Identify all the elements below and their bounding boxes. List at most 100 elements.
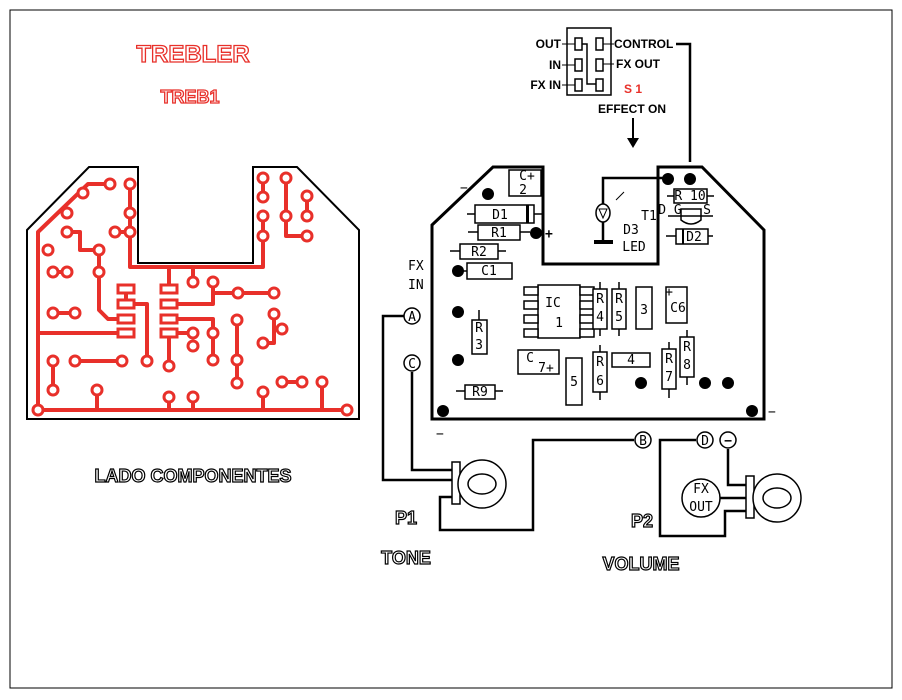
capacitor-c2-label: 2 (519, 183, 527, 198)
solder-pad (256, 385, 270, 399)
resistor-r5[interactable]: R5 (611, 288, 627, 330)
resistor-r10[interactable]: R 10 (673, 188, 708, 204)
capacitor-c5[interactable]: 5 (565, 357, 583, 406)
solder-pad (76, 186, 90, 200)
resistor-r4[interactable]: R4 (592, 288, 608, 330)
resistor-r9[interactable]: R9 (464, 384, 496, 400)
solder-pad (231, 286, 245, 300)
pot-p2-name: P2 (631, 511, 653, 531)
copper-trace (284, 178, 307, 238)
resistor-r5-label: R (615, 292, 623, 307)
ic-pin (523, 300, 539, 310)
pcb-outline (26, 166, 360, 420)
resistor-r8-label: 8 (683, 358, 691, 373)
mounting-pad (684, 173, 696, 185)
capacitor-c2-label: C+ (519, 169, 535, 184)
resistor-r5-label: 5 (615, 310, 623, 325)
connector-neg[interactable]: − (719, 431, 737, 449)
solder-pad (279, 209, 293, 223)
solder-pad (206, 326, 220, 340)
svg-text:B: B (639, 434, 647, 449)
mounting-pad (746, 405, 758, 417)
mounting-pad (482, 188, 494, 200)
resistor-r7[interactable]: R7 (661, 348, 677, 390)
mounting-pad (722, 377, 734, 389)
fx-in-label-1: FX (408, 259, 424, 274)
solder-pad (123, 225, 137, 239)
solder-pad (295, 375, 309, 389)
ic-pad (159, 298, 179, 310)
resistor-r9-label: R9 (472, 385, 488, 400)
pot-p2[interactable] (745, 473, 802, 523)
ic-pad (116, 327, 136, 339)
solder-pad (186, 339, 200, 353)
solder-pad (256, 336, 270, 350)
capacitor-c5-label: 5 (570, 375, 578, 390)
ic-pin (523, 328, 539, 338)
wire-b (438, 438, 634, 532)
solder-pad (162, 359, 176, 373)
diode-d1[interactable]: D1 (474, 204, 535, 224)
resistor-r1[interactable]: R1 (477, 224, 521, 241)
mounting-pad (452, 265, 464, 277)
solder-pad (68, 306, 82, 320)
wire-d (658, 438, 750, 538)
copper-trace (128, 184, 265, 269)
ic1[interactable]: IC1 (537, 284, 581, 339)
connector-b[interactable]: B (634, 431, 652, 449)
resistor-r3[interactable]: R3 (471, 319, 488, 355)
fx-out-jack[interactable]: FX OUT (681, 478, 721, 518)
switch-s1[interactable] (562, 27, 614, 96)
plus-sign: + (545, 227, 553, 242)
connector-c[interactable]: C (403, 354, 421, 372)
solder-pad (162, 390, 176, 404)
mounting-pad (437, 405, 449, 417)
led-label: LED (622, 240, 646, 255)
resistor-r6[interactable]: R6 (592, 351, 608, 393)
solder-pad (206, 353, 220, 367)
pcb-traces (36, 178, 347, 412)
solder-pad (206, 275, 220, 289)
minus-top-left: − (460, 181, 468, 196)
resistor-r8[interactable]: R8 (679, 336, 695, 378)
connector-d[interactable]: D (696, 431, 714, 449)
svg-text:−: − (724, 434, 732, 449)
solder-pad (315, 375, 329, 389)
svg-text:C: C (408, 357, 416, 372)
ic1-label: IC (545, 296, 561, 311)
connector-a[interactable]: A (403, 307, 421, 325)
solder-pad (123, 206, 137, 220)
switch-label-control: CONTROL (614, 37, 673, 51)
ic-pad (116, 298, 136, 310)
capacitor-c2[interactable]: C+2 (508, 169, 542, 198)
solder-pad (46, 306, 60, 320)
solder-pad (267, 286, 281, 300)
capacitor-c3[interactable]: 3 (635, 286, 653, 330)
capacitor-c4[interactable]: 4 (611, 352, 651, 368)
capacitor-c6[interactable]: +C6 (665, 285, 688, 324)
capacitor-c7[interactable]: C7+ (517, 349, 560, 376)
svg-text:OUT: OUT (689, 500, 713, 515)
switch-label-in: IN (549, 58, 561, 72)
svg-text:FX: FX (693, 482, 709, 497)
resistor-r3-label: 3 (475, 338, 483, 353)
mounting-pad (530, 227, 542, 239)
pot-p1[interactable] (451, 459, 507, 509)
d3-label: D3 (623, 223, 639, 238)
resistor-r2-label: R2 (471, 245, 487, 260)
solder-pad (340, 403, 354, 417)
solder-pad (115, 354, 129, 368)
resistor-r2[interactable]: R2 (459, 243, 499, 260)
ic-pad (116, 283, 136, 295)
ic-pad (159, 283, 179, 295)
svg-text:A: A (408, 310, 416, 325)
solder-pad (92, 243, 106, 257)
subtitle: TREB1 (160, 87, 219, 107)
ic-pad (159, 313, 179, 325)
solder-pad (123, 177, 137, 191)
diode-d2[interactable]: D2 (675, 228, 709, 245)
solder-pad (267, 307, 281, 321)
mounting-pad (699, 377, 711, 389)
capacitor-c6-label: C6 (670, 301, 686, 316)
capacitor-c1[interactable]: C1 (466, 262, 513, 280)
